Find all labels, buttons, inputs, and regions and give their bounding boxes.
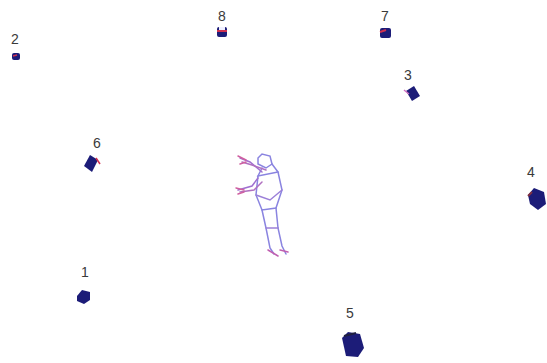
callout-number: 4 bbox=[527, 164, 535, 180]
camera bbox=[528, 188, 546, 210]
stick-figure bbox=[236, 154, 288, 256]
camera bbox=[84, 155, 100, 172]
camera bbox=[342, 332, 364, 357]
callout-number: 1 bbox=[81, 264, 89, 280]
camera bbox=[12, 53, 20, 60]
callout-number: 6 bbox=[93, 135, 101, 151]
callout-number: 3 bbox=[404, 67, 412, 83]
callout-number: 7 bbox=[381, 8, 389, 24]
callout-number: 5 bbox=[346, 305, 354, 321]
camera bbox=[380, 28, 391, 38]
callout-number: 2 bbox=[11, 31, 19, 47]
camera bbox=[77, 290, 90, 304]
camera bbox=[217, 27, 227, 37]
callout-number: 8 bbox=[218, 8, 226, 24]
camera bbox=[404, 86, 420, 101]
